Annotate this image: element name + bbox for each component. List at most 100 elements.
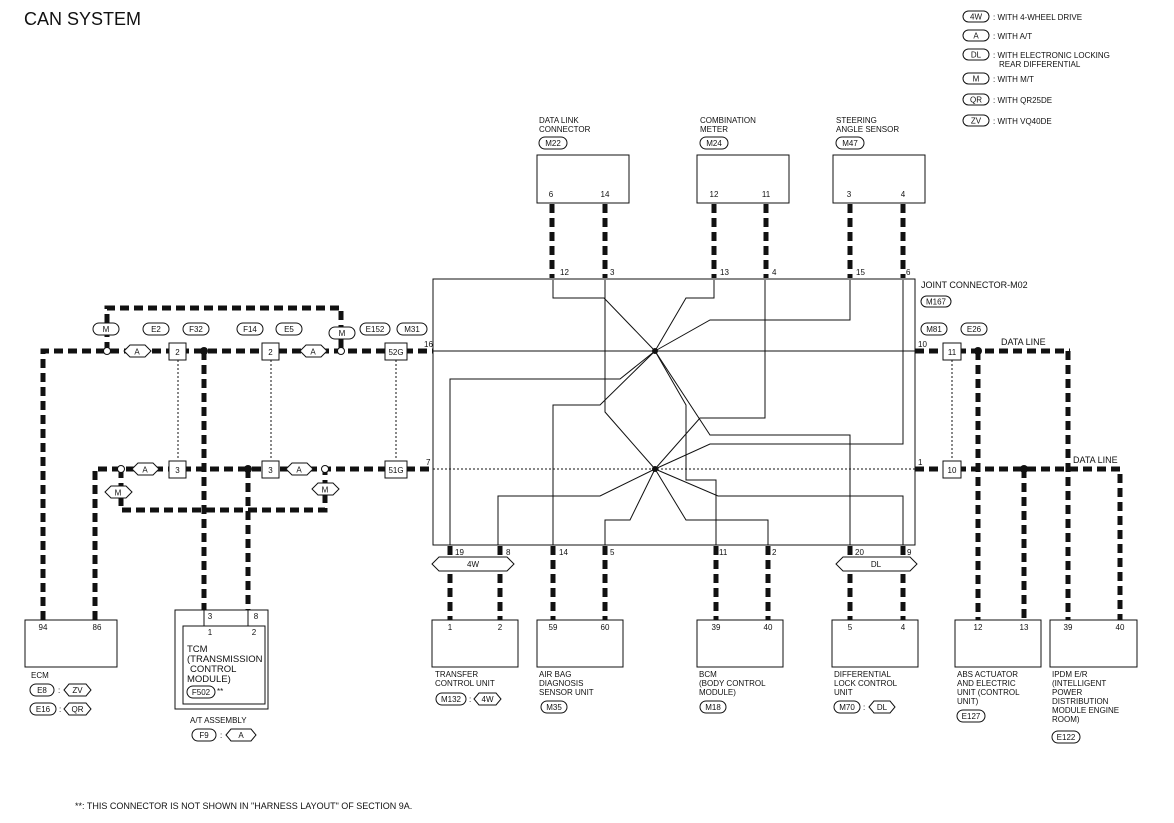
connector-oval-icon xyxy=(435,692,467,706)
top-unit-steering-angle-sensor: STEERING ANGLE SENSOR M47 3 4 15 6 xyxy=(832,116,926,278)
unit-abs-actuator: 12 13 ABS ACTUATOR AND ELECTRIC UNIT (CO… xyxy=(954,619,1042,723)
ecm-unit: 94 86 ECM E8 : ZV E16 : QR xyxy=(24,619,118,716)
pin-label: 60 xyxy=(601,623,610,632)
unit-transfer-control: 1 2 TRANSFER CONTROL UNIT M132 : 4W xyxy=(431,619,519,706)
option-code: QR xyxy=(72,705,84,714)
pin-label: 51G xyxy=(388,466,403,475)
jc-pin-right-high: 10 xyxy=(918,340,927,349)
unit-label: DIAGNOSIS xyxy=(539,679,583,688)
separator: : xyxy=(59,705,61,714)
connector-oval-icon xyxy=(699,700,727,714)
option-code: DL xyxy=(871,560,882,569)
connector-id: M18 xyxy=(705,703,721,712)
unit-label: AIR BAG xyxy=(539,670,571,679)
pin-box xyxy=(942,342,962,361)
unit-label: ROOM) xyxy=(1052,715,1080,724)
connector-oval-icon xyxy=(236,322,264,336)
option-oval-icon xyxy=(328,326,356,340)
pin-label: 8 xyxy=(254,612,259,621)
option-hex-icon xyxy=(104,485,133,499)
option-hex-icon xyxy=(299,344,328,358)
option-code: A xyxy=(238,731,244,740)
pin-box xyxy=(168,460,187,479)
unit-box xyxy=(696,154,790,204)
connector-id: M70 xyxy=(839,703,855,712)
separator: : xyxy=(469,695,471,704)
joint-internal-wiring xyxy=(433,280,915,545)
connector-oval-icon xyxy=(835,136,865,150)
legend-item-m: M : WITH M/T xyxy=(962,72,1034,85)
legend-oval-icon xyxy=(962,114,990,127)
unit-label: UNIT (CONTROL xyxy=(957,688,1020,697)
jc-pin: 11 xyxy=(719,548,728,557)
unit-label: (TRANSMISSION xyxy=(187,654,263,665)
pin-label: 52G xyxy=(388,348,403,357)
connector-oval-icon xyxy=(1051,730,1081,744)
legend-oval-icon xyxy=(962,10,990,23)
pin-label: 5 xyxy=(848,623,853,632)
jc-pin: 2 xyxy=(772,548,777,557)
legend-item-qr: QR : WITH QR25DE xyxy=(962,93,1052,106)
legend-oval-icon xyxy=(962,29,990,42)
unit-differential-lock-control: 5 4 DIFFERENTIAL LOCK CONTROL UNIT M70 :… xyxy=(831,619,919,714)
connector-oval-icon xyxy=(142,322,170,336)
connector-id: M81 xyxy=(926,325,942,334)
connector-oval-icon xyxy=(920,322,948,336)
unit-label: A/T ASSEMBLY xyxy=(190,716,247,725)
connector-oval-icon xyxy=(920,295,952,308)
pin-box xyxy=(261,460,280,479)
pin-label: 2 xyxy=(498,623,503,632)
option-hex-icon xyxy=(131,462,160,476)
pin-box xyxy=(384,460,408,479)
unit-label: BCM xyxy=(699,670,717,679)
unit-label: (INTELLIGENT xyxy=(1052,679,1106,688)
connector-oval-icon xyxy=(960,322,988,336)
legend-code: A xyxy=(973,32,979,41)
pin-label: 4 xyxy=(901,190,906,199)
pin-label: 1 xyxy=(448,623,453,632)
data-line-label: DATA LINE xyxy=(1073,455,1118,465)
option-code: DL xyxy=(877,703,888,712)
pin-label: 86 xyxy=(93,623,102,632)
pin-box xyxy=(384,342,408,361)
unit-box xyxy=(1049,619,1138,668)
unit-label: IPDM E/R xyxy=(1052,670,1088,679)
pin-label: 3 xyxy=(268,466,273,475)
unit-ipdm-er: 39 40 IPDM E/R (INTELLIGENT POWER DISTRI… xyxy=(1049,619,1138,744)
connector-id: F9 xyxy=(199,731,209,740)
pin-label: 13 xyxy=(1020,623,1029,632)
connector-oval-icon xyxy=(29,702,57,716)
unit-box xyxy=(431,619,519,668)
unit-label: CONTROL xyxy=(190,664,236,675)
legend-item-a: A : WITH A/T xyxy=(962,29,1032,42)
connector-id: M35 xyxy=(546,703,562,712)
separator: : xyxy=(220,731,222,740)
legend-text: : WITH 4-WHEEL DRIVE xyxy=(993,13,1082,22)
option-code: M xyxy=(339,329,346,338)
unit-label: CONNECTOR xyxy=(539,125,591,134)
option-hex-icon xyxy=(63,702,92,716)
connector-oval-icon xyxy=(396,322,428,336)
connector-oval-icon xyxy=(275,322,303,336)
left-side-wiring: M M A A A A M M E2 F32 F14 E5 E152 M31 2 xyxy=(40,305,433,620)
joint-connector-id: M167 xyxy=(926,298,947,307)
option-code: A xyxy=(134,348,140,357)
pin-label: 12 xyxy=(974,623,983,632)
connector-id: E8 xyxy=(37,686,47,695)
connector-id: E152 xyxy=(366,325,385,334)
jc-pin: 9 xyxy=(907,548,912,557)
unit-label: ECM xyxy=(31,671,49,680)
connector-oval-icon xyxy=(699,136,729,150)
pin-label: 40 xyxy=(764,623,773,632)
option-hex-icon xyxy=(868,700,896,714)
unit-label: STEERING xyxy=(836,116,877,125)
option-hex-icon xyxy=(123,344,152,358)
unit-bcm: 39 40 BCM (BODY CONTROL MODULE) M18 xyxy=(696,619,784,714)
pin-label: 59 xyxy=(549,623,558,632)
legend-item-4w: 4W : WITH 4-WHEEL DRIVE xyxy=(962,10,1082,23)
option-code: ZV xyxy=(72,686,83,695)
unit-label: AND ELECTRIC xyxy=(957,679,1016,688)
data-line-label: DATA LINE xyxy=(1001,337,1046,347)
unit-label: POWER xyxy=(1052,688,1082,697)
connector-id: M24 xyxy=(706,139,722,148)
